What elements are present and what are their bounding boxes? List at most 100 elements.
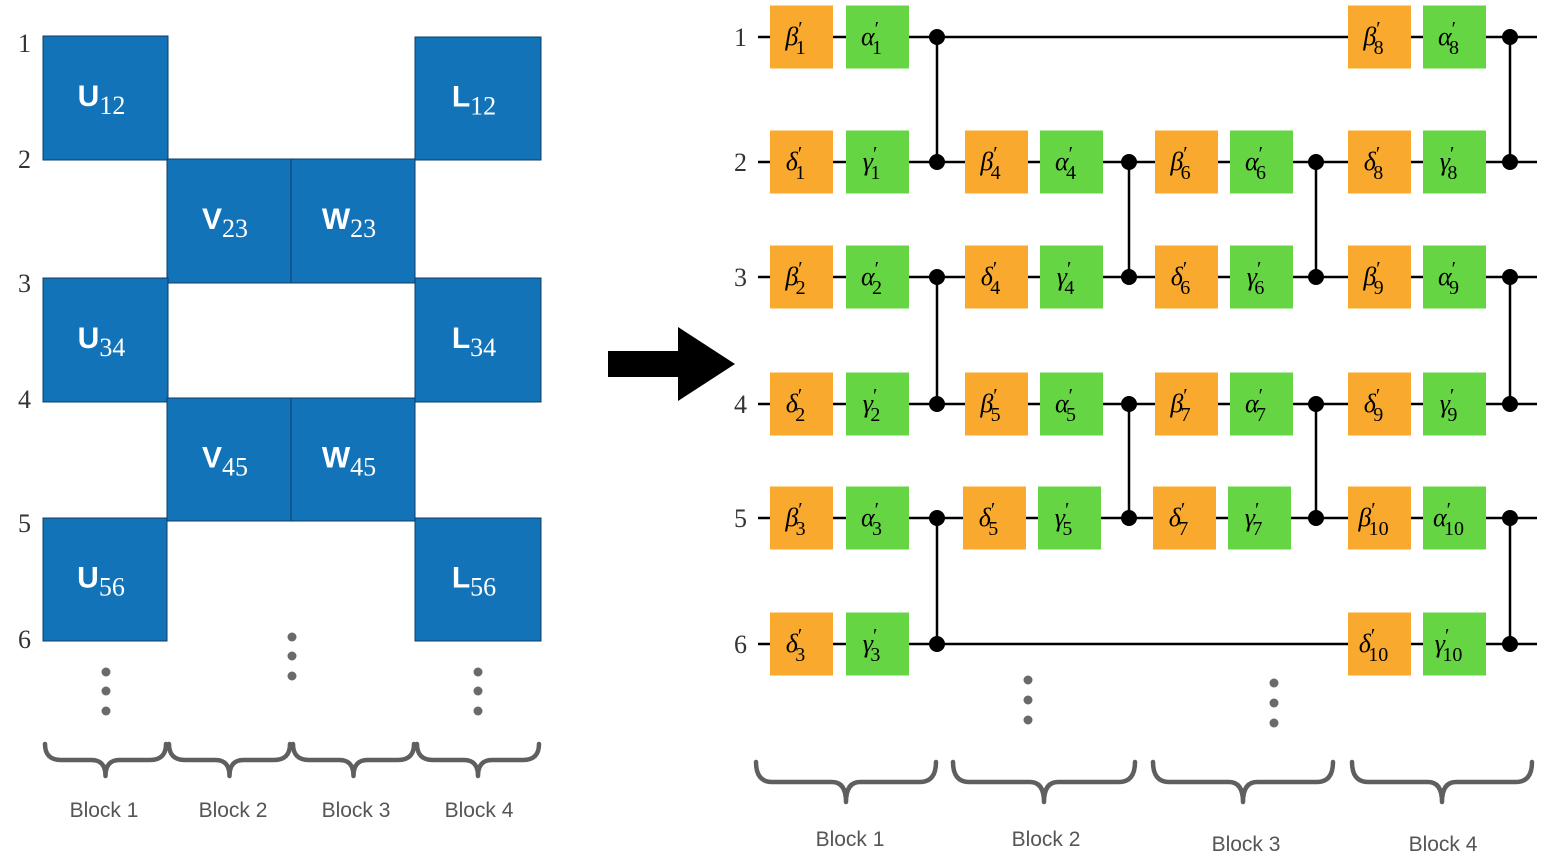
- coupler-dot: [1121, 154, 1137, 170]
- gate-box: [770, 5, 833, 69]
- left-row-label-5: 5: [18, 509, 31, 538]
- left-brace-block-2: [166, 741, 293, 779]
- coupler-dot: [1502, 510, 1518, 526]
- gate-label: γ′6: [1247, 258, 1265, 299]
- gate-label: α′3: [861, 499, 882, 540]
- gate-box: [846, 130, 909, 194]
- dot: [473, 667, 483, 677]
- gate-prime: ′: [1255, 499, 1259, 521]
- gate-label: γ′7: [1245, 499, 1263, 540]
- gate-subscript: 3: [872, 518, 882, 540]
- gate-symbol: δ: [981, 262, 994, 291]
- matrix-label: L12: [452, 81, 496, 121]
- matrix-label: U34: [78, 322, 126, 362]
- gate-prime: ′: [1181, 499, 1185, 521]
- gate-label: α′9: [1438, 258, 1459, 299]
- gate-label: β′4: [979, 143, 1000, 184]
- gate-box: [1423, 372, 1486, 436]
- gate-symbol: α: [1438, 22, 1453, 51]
- coupler-dot: [1502, 269, 1518, 285]
- gate-subscript: 10: [1369, 518, 1389, 540]
- gate-prime: ′: [798, 625, 802, 647]
- matrix-label: W45: [322, 442, 376, 482]
- gate-box: [770, 612, 833, 676]
- gate-box: [1348, 612, 1411, 676]
- gate-box: [1423, 130, 1486, 194]
- gate-prime: ′: [798, 18, 802, 40]
- gate-prime: ′: [1447, 499, 1451, 521]
- gate-label: α′7: [1245, 385, 1266, 426]
- right-row-label-2: 2: [734, 148, 747, 177]
- matrix-label: L34: [452, 322, 496, 362]
- matrix-block: [166, 397, 292, 522]
- gate-subscript: 4: [991, 162, 1001, 184]
- gate-subscript: 7: [1252, 518, 1262, 540]
- coupler-dot: [1308, 269, 1324, 285]
- coupler-dot: [1502, 636, 1518, 652]
- gate-label: γ′1: [863, 143, 881, 184]
- gate-label: α′2: [861, 258, 882, 299]
- gate-subscript: 1: [795, 162, 805, 184]
- gate-box: [770, 372, 833, 436]
- gate-box: [1153, 486, 1216, 550]
- gate-box: [1040, 130, 1103, 194]
- gate-alpha-8: α′8: [1423, 5, 1486, 69]
- gate-symbol: γ: [1440, 147, 1451, 176]
- gate-subscript: 2: [796, 277, 806, 299]
- gate-symbol: γ: [1055, 503, 1066, 532]
- gate-prime: ′: [1183, 385, 1187, 407]
- right-brace-block-1: [753, 759, 939, 805]
- gate-symbol: γ: [1057, 262, 1068, 291]
- gate-prime: ′: [1069, 385, 1073, 407]
- gate-prime: ′: [991, 499, 995, 521]
- right-row-label-5: 5: [734, 504, 747, 533]
- gate-subscript: 2: [872, 277, 882, 299]
- gate-gamma-9: γ′9: [1423, 372, 1486, 436]
- gate-prime: ′: [993, 143, 997, 165]
- gate-prime: ′: [1376, 143, 1380, 165]
- gate-subscript: 5: [1062, 518, 1072, 540]
- left-brace-block-3: [290, 741, 417, 779]
- gate-subscript: 2: [795, 404, 805, 426]
- gate-beta-6: β′6: [1155, 130, 1218, 194]
- gate-delta-5: δ′5: [963, 486, 1026, 550]
- left-brace-block-1: [42, 741, 169, 779]
- gate-symbol: δ: [1171, 262, 1184, 291]
- gate-gamma-6: γ′6: [1230, 245, 1293, 309]
- coupler-5: [1121, 396, 1137, 526]
- left-block-label-4: Block 4: [445, 799, 514, 822]
- right-row-label-4: 4: [734, 390, 747, 419]
- coupler-dot: [929, 154, 945, 170]
- gate-subscript: 5: [1066, 404, 1076, 426]
- gate-alpha-9: α′9: [1423, 245, 1486, 309]
- coupler-dot: [1502, 29, 1518, 45]
- matrix-letter: W: [322, 442, 351, 475]
- matrix-block: [166, 158, 292, 284]
- gate-subscript: 6: [1254, 277, 1264, 299]
- gate-delta-2: δ′2: [770, 372, 833, 436]
- gate-prime: ′: [1371, 499, 1375, 521]
- dot: [287, 651, 297, 661]
- matrix-letter: U: [78, 80, 100, 113]
- matrix-block: [42, 517, 168, 642]
- gate-box: [965, 372, 1028, 436]
- right-row-label-3: 3: [734, 263, 747, 292]
- gate-symbol: δ: [786, 629, 799, 658]
- matrix-block: [290, 158, 416, 284]
- gate-symbol: β: [1362, 22, 1376, 51]
- matrix-V45: V45: [166, 397, 292, 522]
- matrix-subscript: 12: [470, 92, 496, 121]
- matrix-L34: L34: [414, 277, 542, 403]
- gate-label: β′1: [784, 18, 805, 59]
- gate-prime: ′: [1452, 258, 1456, 280]
- gate-box: [1348, 130, 1411, 194]
- matrix-subscript: 34: [470, 333, 496, 362]
- gate-prime: ′: [798, 143, 802, 165]
- gate-subscript: 8: [1449, 37, 1459, 59]
- gate-beta-3: β′3: [770, 486, 833, 550]
- gate-label: δ′8: [1364, 143, 1383, 184]
- matrix-subscript: 56: [470, 573, 496, 602]
- gate-alpha-4: α′4: [1040, 130, 1103, 194]
- gate-label: γ′4: [1057, 258, 1075, 299]
- dot: [1023, 675, 1033, 685]
